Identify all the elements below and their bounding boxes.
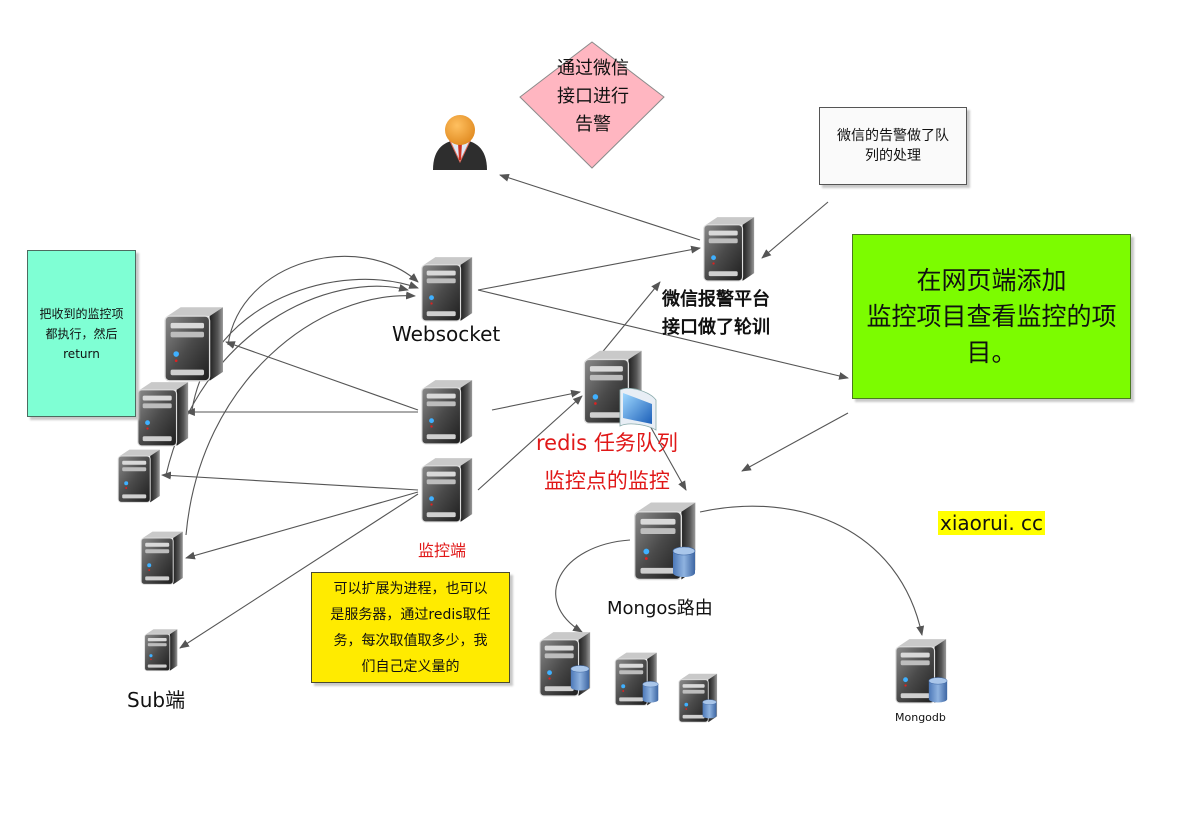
edge-mongos-to-mongodb	[699, 505, 925, 636]
edge-monitor2-to-sub3	[161, 471, 419, 491]
queue-note: 微信的告警做了队 列的处理	[819, 107, 967, 185]
mongodb-label: Mongodb	[895, 711, 946, 724]
edge-monitor1-to-sub1	[225, 341, 419, 411]
server-icon-sub-1	[164, 306, 224, 382]
edge-websocket-to-web-note	[477, 289, 849, 380]
sub-end-label: Sub端	[127, 688, 186, 712]
redis-queue-label: redis 任务队列 监控点的监控	[536, 431, 678, 493]
server-icon-monitor-2	[421, 457, 473, 523]
edge-sub4-to-websocket	[185, 291, 416, 536]
server-icon-sub-3	[117, 449, 161, 503]
edge-websocket-to-wechat	[477, 245, 701, 291]
edge-sub1-to-websocket	[227, 255, 419, 346]
edge-redis-to-wechat	[599, 281, 661, 356]
user-icon	[433, 115, 487, 170]
edges	[161, 173, 925, 649]
websocket-label: Websocket	[392, 322, 501, 346]
sub-execution-note: 把收到的监控项 都执行，然后 return	[27, 250, 136, 417]
edge-wechat-to-user	[499, 173, 701, 241]
server-icon-websocket	[421, 256, 473, 322]
site-watermark: xiaorui. cc	[938, 511, 1046, 535]
database-icon-mongodb	[928, 677, 948, 703]
edge-monitor2-to-redis	[477, 395, 583, 491]
edge-sub2-to-websocket	[191, 278, 419, 411]
edge-monitor1-to-redis	[491, 389, 581, 411]
server-icon-sub-4	[140, 531, 184, 585]
database-icon-mongos	[672, 546, 696, 578]
server-icon-wechat-platform	[703, 216, 755, 282]
database-icon-shard-1	[570, 665, 590, 691]
wechat-platform-label: 微信报警平台 接口做了轮训	[662, 289, 770, 338]
edge-web-note-to-mongos	[741, 412, 849, 472]
monitor-end-label: 监控端	[418, 541, 467, 560]
monitor-icon-redis	[619, 387, 657, 431]
edge-mongos-to-shard1	[555, 539, 631, 633]
web-console-note: 在网页端添加 监控项目查看监控的项 目。	[852, 234, 1131, 399]
edge-monitor2-to-sub4	[185, 491, 419, 560]
edge-monitor2-to-sub5	[179, 493, 419, 649]
database-icon-shard-3	[702, 699, 717, 719]
wechat-alert-diamond-text: 通过微信 接口进行 告警	[557, 58, 629, 135]
server-icon-sub-2	[137, 381, 189, 447]
server-icon-monitor-1	[421, 379, 473, 445]
mongos-router-label: Mongos路由	[607, 598, 713, 619]
edge-queue-note-to-wechat	[761, 201, 829, 259]
monitor-extension-note: 可以扩展为进程，也可以 是服务器，通过redis取任 务，每次取值取多少，我 们…	[311, 572, 510, 683]
wechat-alert-diamond	[519, 41, 665, 169]
server-icon-sub-5	[144, 628, 178, 672]
database-icon-shard-2	[642, 681, 659, 703]
